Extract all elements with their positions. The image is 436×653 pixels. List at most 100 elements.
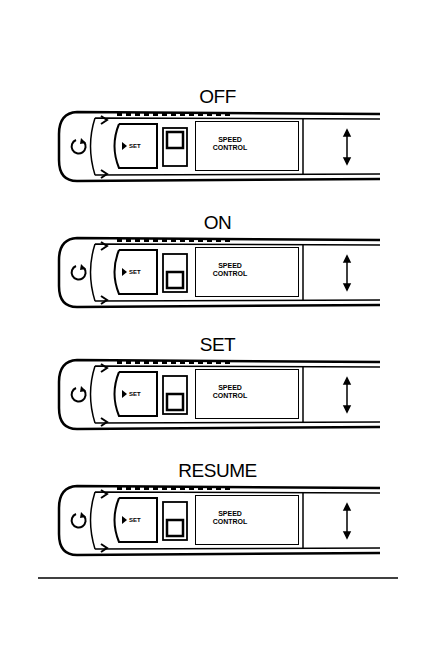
edge-notch — [153, 361, 158, 364]
edge-notch — [126, 113, 131, 116]
speed-control-panel: SPEED CONTROL — [195, 121, 299, 171]
switch-slider — [167, 520, 183, 536]
edge-notch — [171, 113, 176, 116]
rule-line — [38, 577, 398, 579]
edge-notch — [144, 361, 149, 364]
set-triangle — [122, 516, 127, 524]
button-label: SET — [129, 390, 141, 398]
stalk-edge-line — [91, 118, 381, 175]
edge-notch — [162, 113, 167, 116]
switch-label: SPEED CONTROL — [202, 262, 258, 278]
edge-notch — [162, 487, 167, 490]
button-label: SET — [129, 268, 141, 276]
stalk-body — [59, 238, 380, 307]
double-arrow — [344, 256, 350, 290]
stalk-body — [59, 486, 380, 555]
edge-notch — [153, 113, 158, 116]
edge-notch — [225, 113, 230, 116]
switch-label: SPEED CONTROL — [202, 510, 258, 526]
slide-switch — [163, 128, 187, 166]
switch-label: SPEED CONTROL — [202, 136, 258, 152]
divider-line — [302, 367, 304, 422]
divider-line — [302, 493, 304, 548]
edge-notch — [225, 239, 230, 242]
divider-line — [302, 245, 304, 300]
edge-notch — [207, 113, 212, 116]
edge-notch — [126, 487, 131, 490]
stalk-body — [59, 112, 380, 181]
edge-notch — [216, 239, 221, 242]
edge-notch — [153, 487, 158, 490]
button-notch — [101, 490, 107, 552]
position-heading: SET — [55, 334, 380, 356]
double-arrow — [344, 130, 350, 164]
edge-notch — [162, 361, 167, 364]
button-label: SET — [129, 516, 141, 524]
edge-notch — [189, 487, 194, 490]
edge-notch — [216, 361, 221, 364]
edge-notch — [207, 361, 212, 364]
stalk-edge-line — [91, 492, 381, 549]
edge-notch — [135, 113, 140, 116]
edge-notch — [207, 239, 212, 242]
edge-notch — [180, 113, 185, 116]
edge-notch — [117, 113, 122, 116]
edge-notch — [180, 239, 185, 242]
edge-notch — [162, 239, 167, 242]
slide-switch — [163, 502, 187, 540]
edge-notch — [135, 361, 140, 364]
edge-notch — [225, 487, 230, 490]
edge-notch — [225, 361, 230, 364]
button-label: SET — [129, 142, 141, 150]
knob-symbol — [72, 512, 86, 527]
knob-symbol — [72, 386, 86, 401]
switch-slider — [167, 272, 183, 288]
control-stalk: SET SET SPEED CONTROL — [55, 334, 380, 434]
switch-slider — [167, 132, 183, 148]
set-triangle — [122, 390, 127, 398]
speed-control-panel: SPEED CONTROL — [195, 247, 299, 297]
knob-symbol — [72, 264, 86, 279]
position-heading: RESUME — [55, 460, 380, 482]
speed-control-panel: SPEED CONTROL — [195, 369, 299, 419]
edge-notch — [126, 361, 131, 364]
set-button: SET — [111, 496, 157, 544]
edge-notch — [198, 487, 203, 490]
edge-notch — [189, 113, 194, 116]
set-triangle — [122, 268, 127, 276]
edge-notch — [198, 113, 203, 116]
edge-notch — [216, 487, 221, 490]
edge-notch — [180, 487, 185, 490]
slide-switch — [163, 254, 187, 292]
edge-notch — [207, 487, 212, 490]
edge-notch — [144, 239, 149, 242]
control-stalk: OFF SET SPEED CONTROL — [55, 86, 380, 186]
edge-notch — [126, 239, 131, 242]
edge-notch — [117, 487, 122, 490]
position-heading: OFF — [55, 86, 380, 108]
stalk-edge-line — [91, 244, 381, 301]
edge-notch — [144, 113, 149, 116]
edge-notch — [144, 487, 149, 490]
edge-notch — [135, 487, 140, 490]
stalk-body — [59, 360, 380, 429]
set-triangle — [122, 142, 127, 150]
switch-label: SPEED CONTROL — [202, 384, 258, 400]
double-arrow — [344, 378, 350, 412]
knob-symbol — [72, 138, 86, 153]
control-stalk: ON SET SPEED CONTROL — [55, 212, 380, 312]
button-notch — [101, 242, 107, 304]
edge-notch — [216, 113, 221, 116]
button-notch — [101, 116, 107, 178]
edge-notch — [171, 239, 176, 242]
set-button: SET — [111, 370, 157, 418]
edge-notch — [117, 239, 122, 242]
edge-notch — [189, 239, 194, 242]
edge-notch — [117, 361, 122, 364]
stalk-edge-line — [91, 366, 381, 423]
speed-control-panel: SPEED CONTROL — [195, 495, 299, 545]
slide-switch — [163, 376, 187, 414]
set-button: SET — [111, 122, 157, 170]
set-button: SET — [111, 248, 157, 296]
position-heading: ON — [55, 212, 380, 234]
